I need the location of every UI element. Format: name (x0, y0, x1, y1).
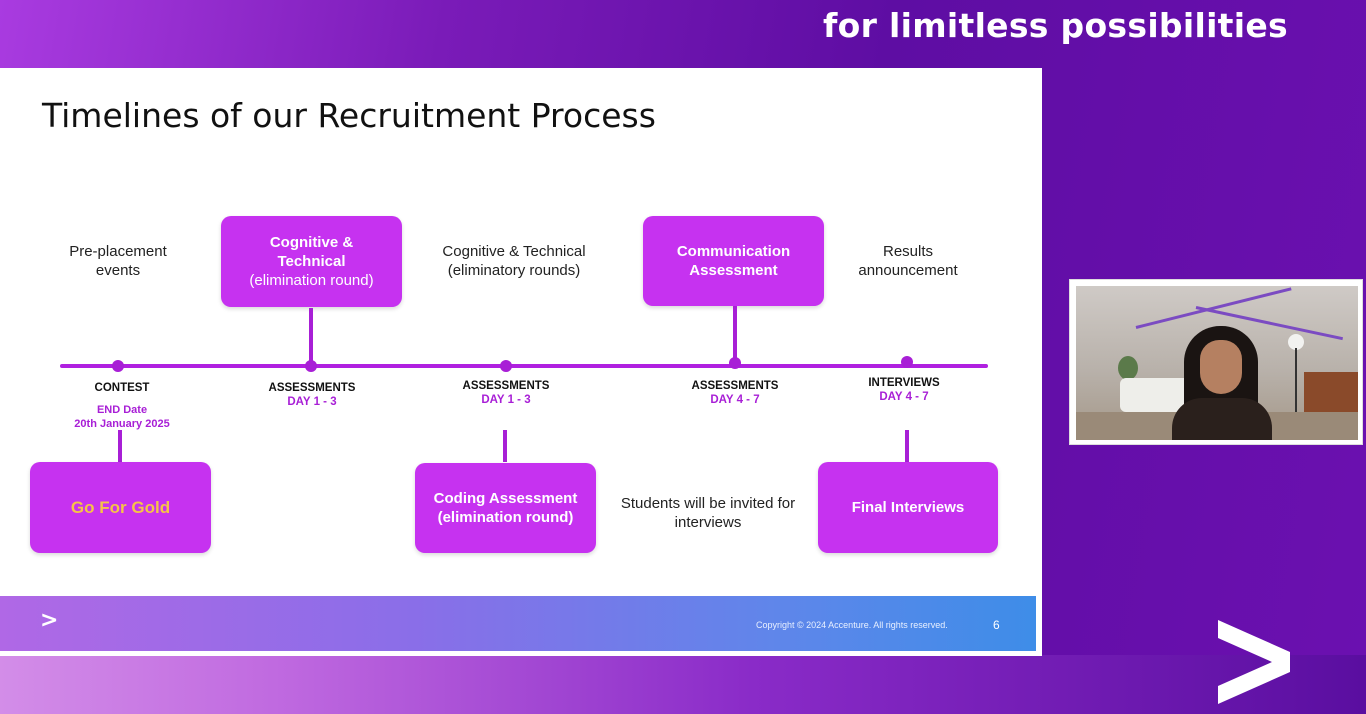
timeline-dot-contest (112, 360, 124, 372)
plant-decor (1118, 356, 1138, 380)
chevron-right-icon: > (40, 608, 59, 633)
sofa-decor (1120, 378, 1190, 412)
milestone-assessments-2: ASSESSMENTS DAY 1 - 3 (446, 379, 566, 407)
connector-final (905, 430, 909, 462)
go-for-gold-box: Go For Gold (30, 462, 211, 553)
timeline-dot-interviews (901, 356, 913, 368)
milestone-interviews: INTERVIEWS DAY 4 - 7 (844, 376, 964, 404)
cognitive-box-sub: (elimination round) (249, 272, 374, 289)
lamp-decor (1288, 334, 1304, 350)
milestone-contest-line2: 20th January 2025 (74, 418, 170, 430)
milestone-assessments-2-value: DAY 1 - 3 (481, 394, 531, 406)
presenter-video-tile[interactable] (1069, 279, 1363, 445)
milestone-contest-line1: END Date (96, 404, 148, 416)
slide-footer: > Copyright © 2024 Accenture. All rights… (0, 596, 1036, 651)
timeline-dot-assessment-3 (729, 357, 741, 369)
connector-coding (503, 430, 507, 462)
slide-title: Timelines of our Recruitment Process (42, 96, 656, 135)
copyright-text: Copyright © 2024 Accenture. All rights r… (756, 620, 948, 630)
presentation-slide: Timelines of our Recruitment Process Pre… (0, 68, 1042, 656)
communication-box-title: Communication Assessment (676, 243, 791, 279)
final-interviews-label: Final Interviews (851, 499, 965, 516)
page-number: 6 (993, 618, 1000, 632)
final-interviews-box: Final Interviews (818, 462, 998, 553)
milestone-assessments-3-value: DAY 4 - 7 (710, 394, 760, 406)
background-bottom-strip (0, 655, 1366, 714)
cognitive-rounds-text: Cognitive & Technical (eliminatory round… (442, 243, 586, 279)
milestone-interviews-value: DAY 4 - 7 (879, 391, 929, 403)
cognitive-box-title: Cognitive & Technical (269, 234, 354, 270)
presenter-body (1172, 398, 1272, 440)
go-for-gold-label: Go For Gold (70, 498, 171, 517)
connector-gold (118, 430, 122, 462)
results-text: Results announcement (858, 243, 958, 279)
banner-tagline: for limitless possibilities (822, 6, 1288, 45)
milestone-assessments-2-key: ASSESSMENTS (462, 380, 550, 392)
coding-assessment-box: Coding Assessment (elimination round) (415, 463, 596, 553)
coding-box-label: Coding Assessment (elimination round) (433, 490, 578, 526)
students-invited-text: Students will be invited for interviews (620, 495, 796, 531)
communication-assessment-box: Communication Assessment (643, 216, 824, 306)
accenture-chevron-logo-icon (1218, 620, 1290, 704)
milestone-assessments-1: ASSESSMENTS DAY 1 - 3 (252, 381, 372, 409)
preplacement-text: Pre-placement events (69, 243, 167, 279)
presenter-face (1200, 340, 1242, 394)
connector-communication (733, 306, 737, 364)
lamp-stand-decor (1295, 348, 1297, 412)
timeline-axis (60, 364, 988, 368)
timeline-dot-assessment-2 (500, 360, 512, 372)
milestone-interviews-key: INTERVIEWS (868, 377, 940, 389)
milestone-assessments-3: ASSESSMENTS DAY 4 - 7 (675, 379, 795, 407)
milestone-assessments-1-key: ASSESSMENTS (268, 382, 356, 394)
presenter-video-feed (1076, 286, 1358, 440)
milestone-assessments-1-value: DAY 1 - 3 (287, 396, 337, 408)
milestone-assessments-3-key: ASSESSMENTS (691, 380, 779, 392)
cognitive-technical-box: Cognitive & Technical (elimination round… (221, 216, 402, 307)
milestone-contest: CONTEST END Date 20th January 2025 (52, 381, 192, 431)
timeline-dot-assessment-1 (305, 360, 317, 372)
connector-cognitive (309, 308, 313, 364)
cabinet-decor (1304, 372, 1358, 412)
milestone-contest-key: CONTEST (94, 382, 150, 394)
